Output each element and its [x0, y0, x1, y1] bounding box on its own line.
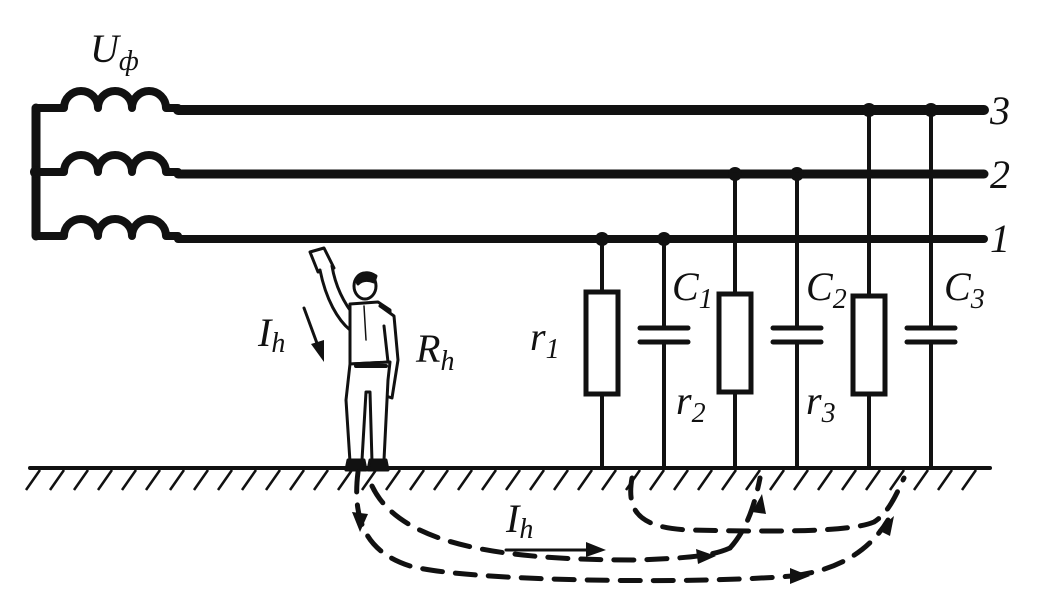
hatch-mark [768, 469, 786, 491]
r2-label: r2 [676, 378, 706, 429]
c2-label: C2 [806, 264, 847, 315]
hatch-mark [960, 469, 978, 491]
hatch-mark [552, 469, 570, 491]
right-foot [366, 458, 390, 472]
hatch-mark [360, 469, 378, 491]
shirt-line [363, 305, 367, 341]
c3-label: C3 [944, 264, 985, 315]
winding-phase-2 [32, 151, 182, 176]
hatch-mark [264, 469, 282, 491]
hatch-mark [48, 469, 66, 491]
left-foot [344, 458, 368, 472]
winding-phase-3 [32, 87, 182, 112]
hatch-mark [288, 469, 306, 491]
hatch-mark [312, 469, 330, 491]
hatch-mark [744, 469, 762, 491]
person-figure [308, 246, 400, 472]
hatch-mark [888, 469, 906, 491]
ground-current-label: Ih [505, 496, 533, 545]
hatch-mark [792, 469, 810, 491]
hatch-mark [720, 469, 738, 491]
hatch-mark [936, 469, 954, 491]
hatch-mark [120, 469, 138, 491]
hatch-mark [432, 469, 450, 491]
capacitance-c1 [637, 237, 691, 470]
phase-2-label: 2 [990, 152, 1010, 197]
hatch-mark [576, 469, 594, 491]
body-current-arrow [302, 306, 324, 362]
hatch-mark [600, 469, 618, 491]
hatch-mark [456, 469, 474, 491]
hatch-mark [816, 469, 834, 491]
hatch-mark [192, 469, 210, 491]
hatch-mark [144, 469, 162, 491]
ground-current-arrowheads [352, 494, 894, 584]
hatch-mark [912, 469, 930, 491]
hatch-mark [168, 469, 186, 491]
body-resistance-label: Rh [415, 326, 454, 377]
ground [24, 466, 992, 491]
hatch-mark [672, 469, 690, 491]
hatch-mark [648, 469, 666, 491]
hatch-mark [216, 469, 234, 491]
c1-label: C1 [672, 264, 713, 315]
hatch-mark [864, 469, 882, 491]
capacitance-c3 [904, 108, 958, 470]
hatch-mark [384, 469, 402, 491]
hair [354, 271, 378, 286]
hatch-mark [840, 469, 858, 491]
dashed-return-c3 [628, 475, 907, 534]
dashed-return-r2 [727, 475, 763, 551]
r3-label: r3 [806, 378, 836, 429]
legs [344, 360, 392, 464]
winding-phase-1 [32, 215, 182, 240]
source-voltage-label: Uф [90, 26, 139, 77]
body-current-label: Ih [257, 310, 285, 359]
hatch-mark [240, 469, 258, 491]
hatch-mark [504, 469, 522, 491]
ground-current-paths [354, 469, 907, 584]
leakage-resistor-r2 [716, 172, 754, 470]
hatch-mark [24, 469, 42, 491]
hatch-mark [336, 469, 354, 491]
hatch-mark [480, 469, 498, 491]
dashed-path-outer [354, 469, 795, 584]
leakage-resistor-r1 [583, 237, 621, 470]
phase-1-label: 1 [990, 216, 1010, 261]
leakage-resistor-r3 [850, 108, 888, 470]
hatch-mark [96, 469, 114, 491]
capacitance-c2 [770, 172, 824, 470]
source-windings [30, 87, 182, 241]
hatch-mark [528, 469, 546, 491]
touching-hand [308, 246, 336, 274]
hatch-mark [408, 469, 426, 491]
r1-label: r1 [530, 314, 560, 365]
hatch-mark [72, 469, 90, 491]
hatch-mark [696, 469, 714, 491]
ground-hatching [24, 469, 978, 491]
phase-3-label: 3 [989, 88, 1010, 133]
